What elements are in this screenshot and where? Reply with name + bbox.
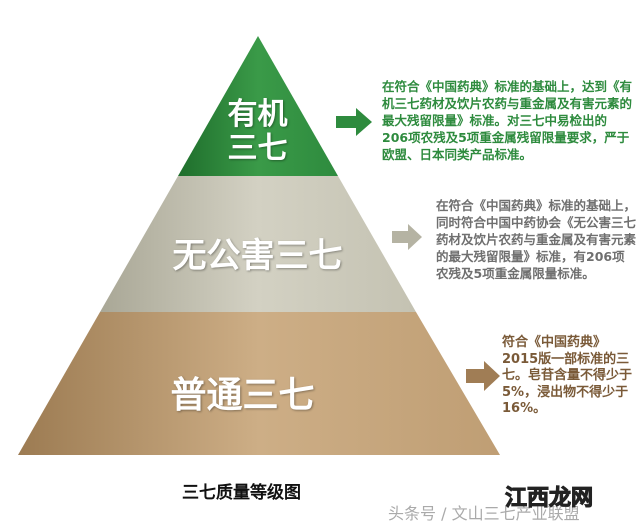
level-organic-label: 有机 三七 [205, 98, 310, 166]
level-ordinary-description: 符合《中国药典》2015版一部标准的三七。皂苷含量不得少于5%，浸出物不得少于1… [502, 335, 633, 416]
level-pollution-free-label: 无公害三七 [172, 236, 343, 276]
level-ordinary-label: 普通三七 [170, 375, 315, 416]
level-label-line: 三七 [227, 131, 288, 166]
pyramid-level-organic [178, 36, 338, 176]
pyramid-level-ordinary [18, 312, 500, 455]
level-label-line: 有机 [227, 97, 288, 132]
arrow-pollution-free-icon [392, 224, 422, 250]
level-organic-description: 在符合《中国药典》标准的基础上，达到《有机三七药材及饮片农药与重金属及有害元素的… [382, 79, 633, 162]
pyramid-level-pollution-free [100, 176, 416, 312]
arrow-ordinary-icon [466, 361, 500, 391]
site-logo: 江西龙网 [504, 486, 594, 512]
level-pollution-free-description: 在符合《中国药典》标准的基础上，同时符合中国中药协会《无公害三七药材及饮片农药与… [436, 198, 637, 281]
watermark: 头条号 / 文山三七产业联盟 [388, 504, 580, 523]
arrow-organic-icon [336, 108, 372, 136]
diagram-caption: 三七质量等级图 [182, 483, 301, 503]
